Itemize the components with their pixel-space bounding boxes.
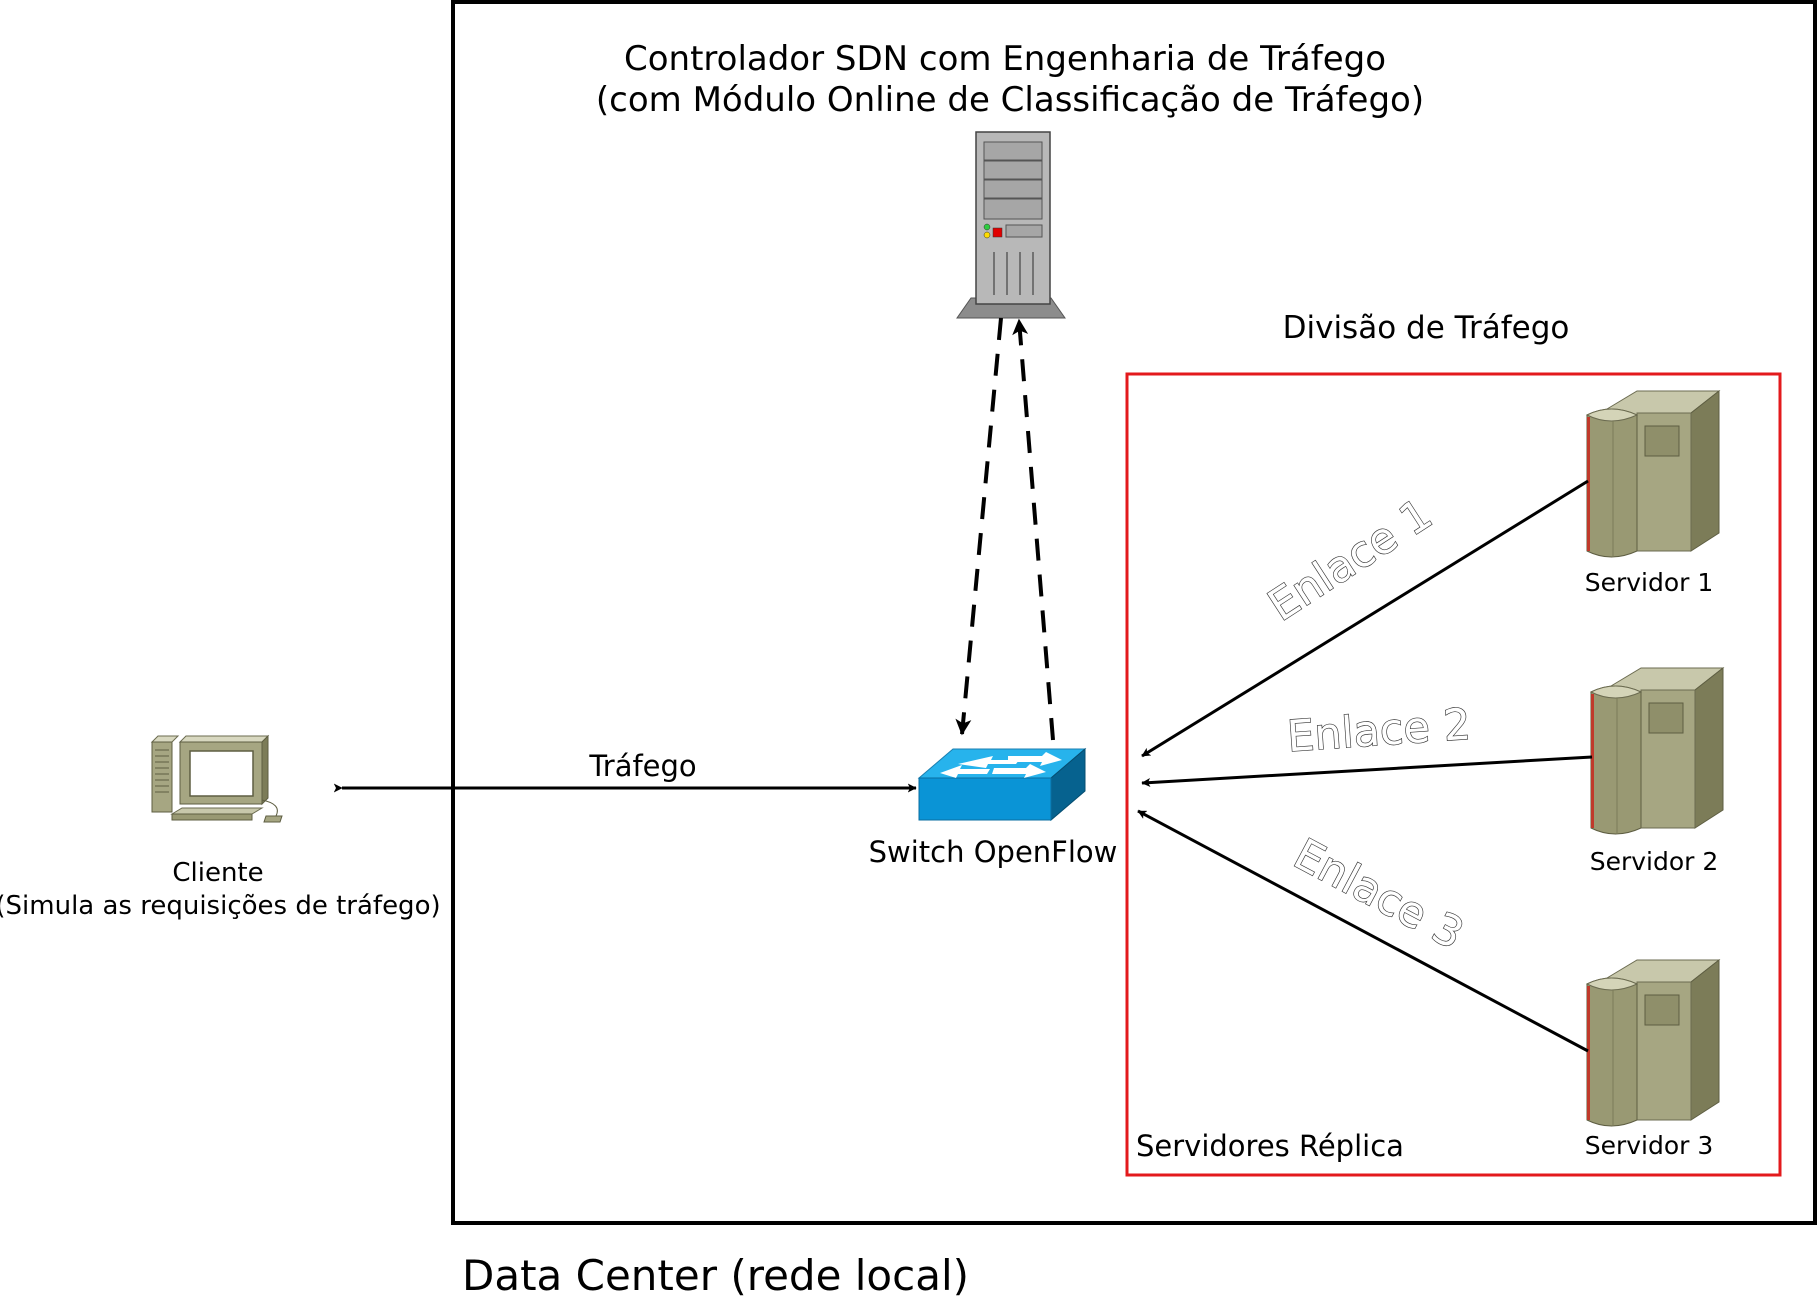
control-link-up [1012, 318, 1055, 741]
server-icon [1590, 667, 1724, 835]
controller-title-line2: (com Módulo Online de Classificação de T… [596, 80, 1424, 120]
link-1-label: Enlace 1 [1260, 489, 1441, 631]
server-2-label: Servidor 2 [1590, 847, 1719, 876]
switch-label: Switch OpenFlow [869, 835, 1118, 869]
client-label-line2: (Simula as requisições de tráfego) [0, 891, 441, 921]
datacenter-boundary [451, 0, 1817, 1225]
link-3-arrow [1137, 809, 1589, 1053]
server-icon [1586, 959, 1720, 1127]
traffic-label: Tráfego [588, 749, 696, 783]
openflow-switch-icon [917, 747, 1087, 822]
traffic-division-label: Divisão de Tráfego [1283, 310, 1570, 346]
traffic-division-boundary [1125, 372, 1782, 1177]
controller-title-line1: Controlador SDN com Engenharia de Tráfeg… [624, 39, 1386, 79]
server-icon [1586, 390, 1720, 558]
client-label-line1: Cliente [172, 858, 263, 888]
datacenter-label: Data Center (rede local) [462, 1251, 969, 1300]
server-3-label: Servidor 3 [1585, 1131, 1714, 1160]
link-1-arrow [1141, 479, 1589, 758]
controller-server-icon [956, 131, 1066, 319]
client-computer-icon [150, 734, 283, 823]
server-1-label: Servidor 1 [1585, 568, 1714, 597]
link-2-arrow [1141, 755, 1593, 788]
replica-servers-label: Servidores Réplica [1136, 1129, 1404, 1163]
control-link-down [955, 317, 1003, 736]
link-2-label: Enlace 2 [1286, 700, 1473, 763]
